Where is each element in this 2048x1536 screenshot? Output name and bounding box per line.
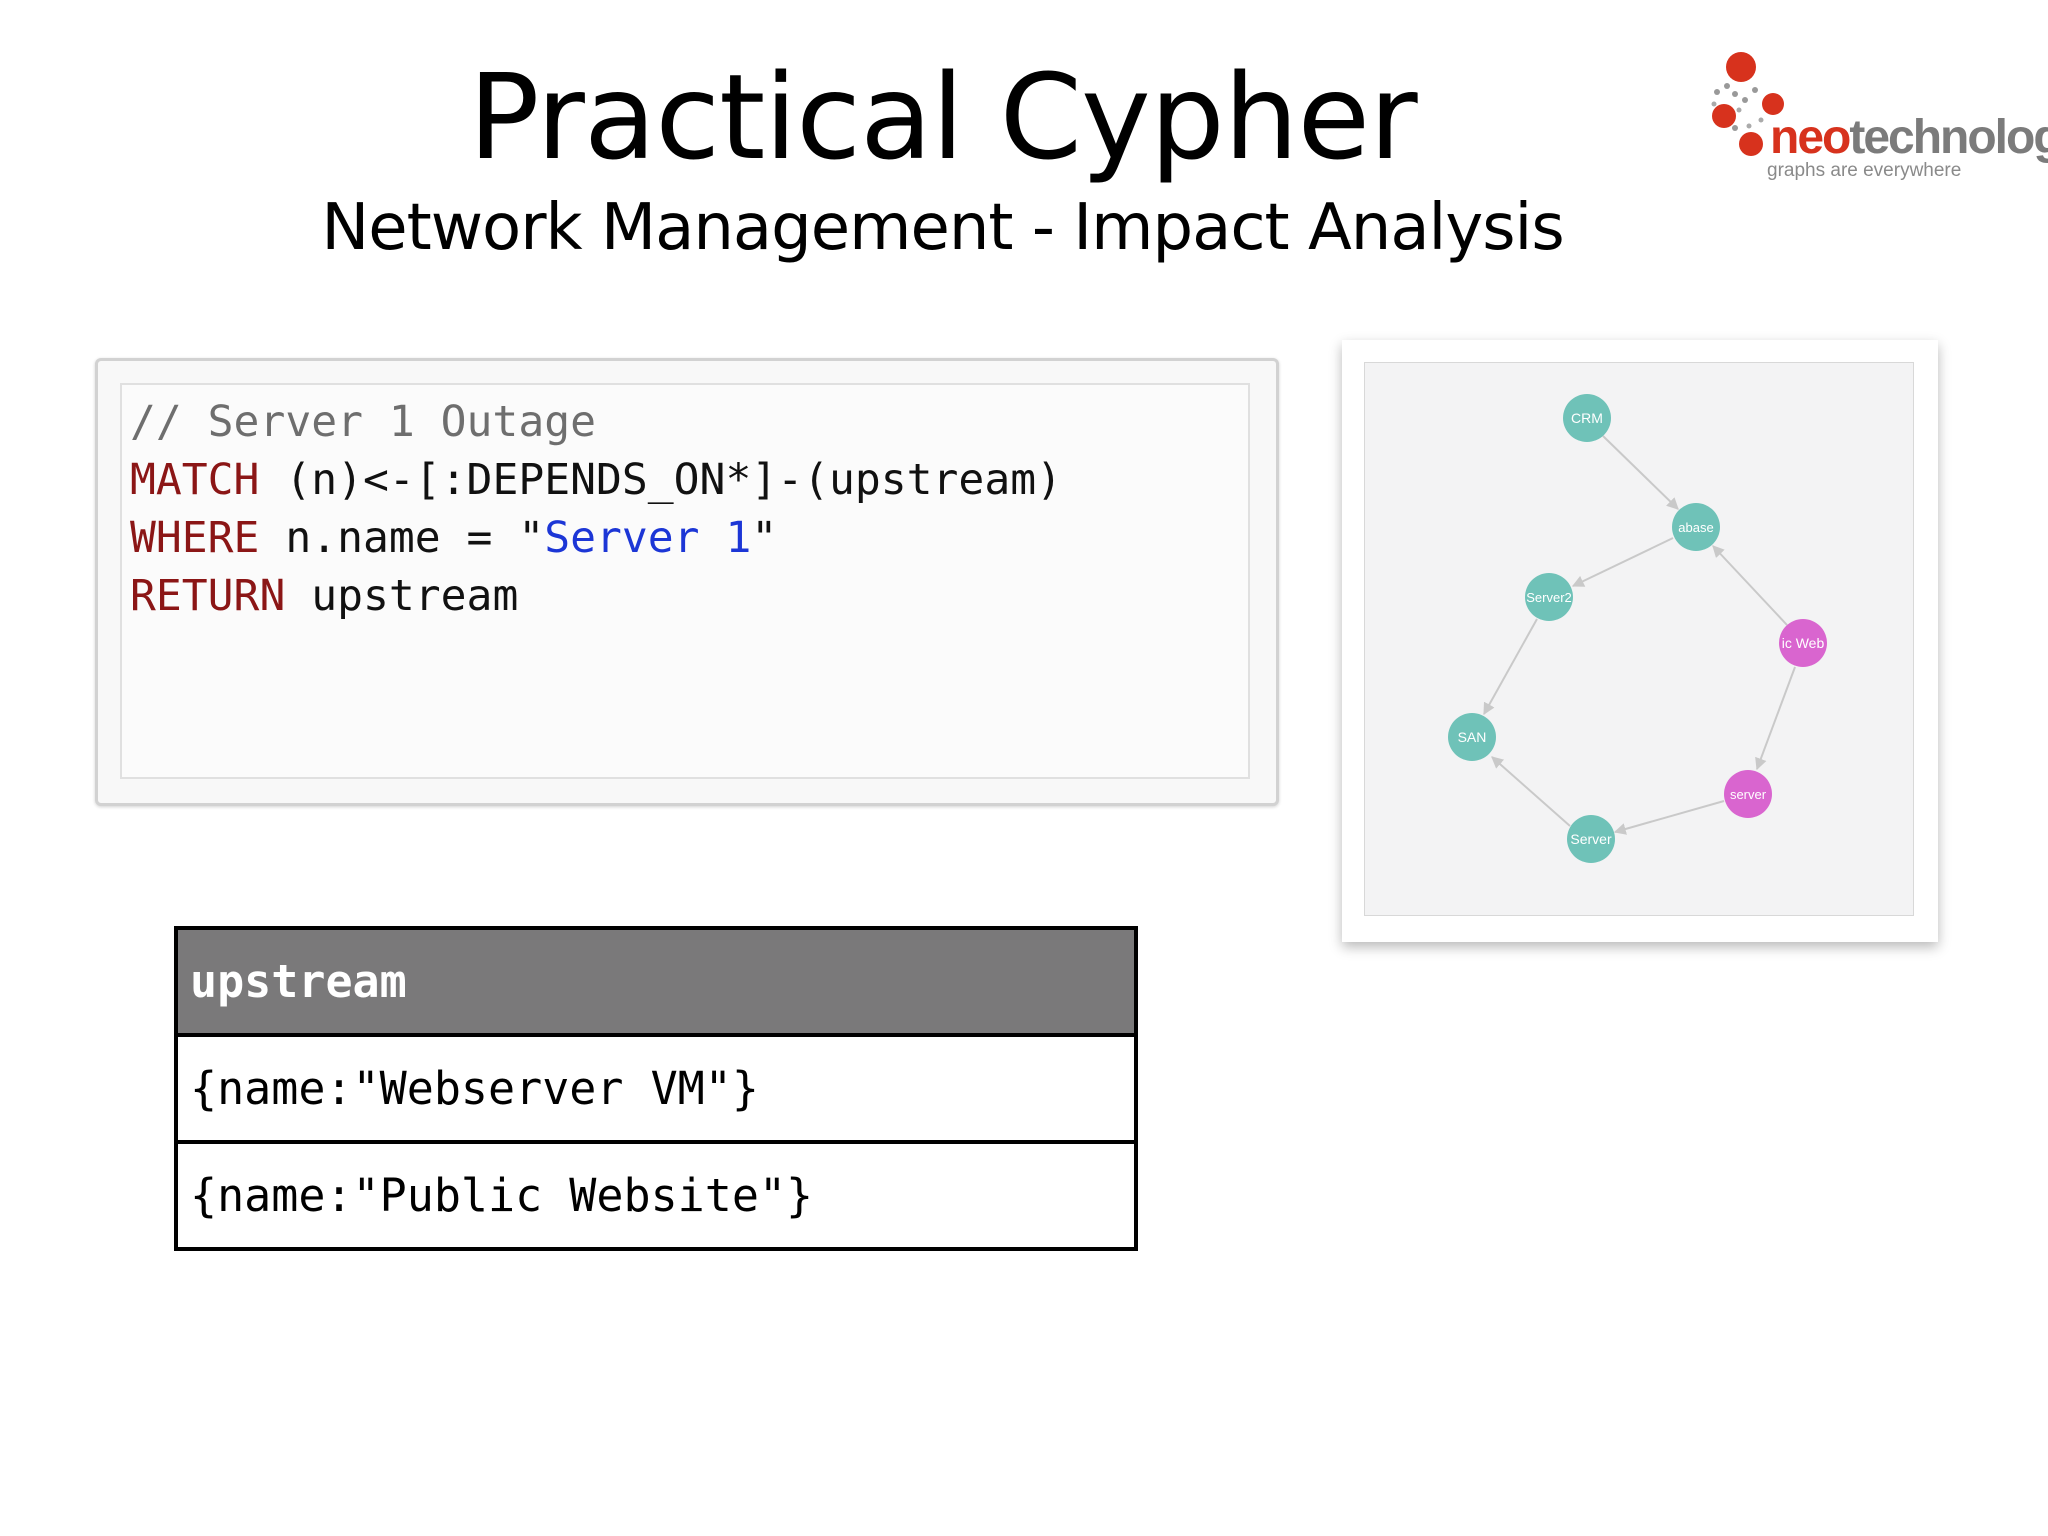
svg-text:CRM: CRM [1571,410,1603,426]
string-literal: Server 1 [544,513,752,563]
graph-node-server1: Server [1567,815,1615,863]
code-editor[interactable]: // Server 1 Outage MATCH (n)<-[:DEPENDS_… [120,383,1250,779]
graph-node-database: abase [1672,503,1720,551]
table-header-row: upstream [174,926,1138,1037]
graph-edge [1712,545,1788,626]
match-pattern: (n)<-[:DEPENDS_ON*]-(upstream) [259,455,1062,505]
result-table: upstream {name:"Webserver VM"} {name:"Pu… [174,926,1138,1251]
svg-text:Server: Server [1570,831,1612,847]
graph-edge [1491,756,1571,827]
column-header-upstream: upstream [174,926,1138,1037]
svg-text:abase: abase [1678,520,1713,535]
logo-tagline: graphs are everywhere [1767,160,1962,181]
graph-svg: CRM abase Server2 ic Web SAN server [1448,394,1827,863]
keyword-match: MATCH [130,455,260,505]
graph-node-server2: Server2 [1525,573,1573,621]
graph-node-webserver-vm: server [1724,770,1772,818]
graph-edge [1613,800,1725,835]
cypher-query: // Server 1 Outage MATCH (n)<-[:DEPENDS_… [130,393,1062,625]
keyword-return: RETURN [130,571,286,621]
slide-title: Practical Cypher [468,48,1417,186]
graph-visualization: CRM abase Server2 ic Web SAN server [1364,362,1914,916]
where-quote: " [751,513,778,563]
svg-text:server: server [1730,787,1767,802]
graph-screenshot-card: CRM abase Server2 ic Web SAN server [1342,340,1938,942]
graph-edge [1755,666,1796,771]
keyword-where: WHERE [130,513,260,563]
where-clause: n.name = " [259,513,545,563]
return-clause: upstream [285,571,519,621]
table-cell: {name:"Webserver VM"} [174,1033,1138,1144]
graph-edge [1483,618,1538,716]
graph-node-public-website: ic Web [1779,619,1827,667]
svg-text:SAN: SAN [1458,729,1487,745]
code-panel: // Server 1 Outage MATCH (n)<-[:DEPENDS_… [95,358,1279,806]
logo-wordmark: neotechnology [1770,111,2048,164]
table-row: {name:"Webserver VM"} [174,1033,1138,1144]
svg-text:Server2: Server2 [1526,590,1572,605]
neotechnology-logo: neotechnology graphs are everywhere [1705,50,2048,185]
logo-dots-icon [1711,52,1784,156]
table-cell: {name:"Public Website"} [174,1140,1138,1251]
svg-text:ic Web: ic Web [1782,635,1825,651]
graph-node-san: SAN [1448,713,1496,761]
graph-node-crm: CRM [1563,394,1611,442]
code-comment: // Server 1 Outage [130,397,596,447]
graph-edge [1571,537,1674,587]
graph-edge [1602,435,1679,510]
table-row: {name:"Public Website"} [174,1140,1138,1251]
slide-subtitle: Network Management - Impact Analysis [321,191,1564,265]
